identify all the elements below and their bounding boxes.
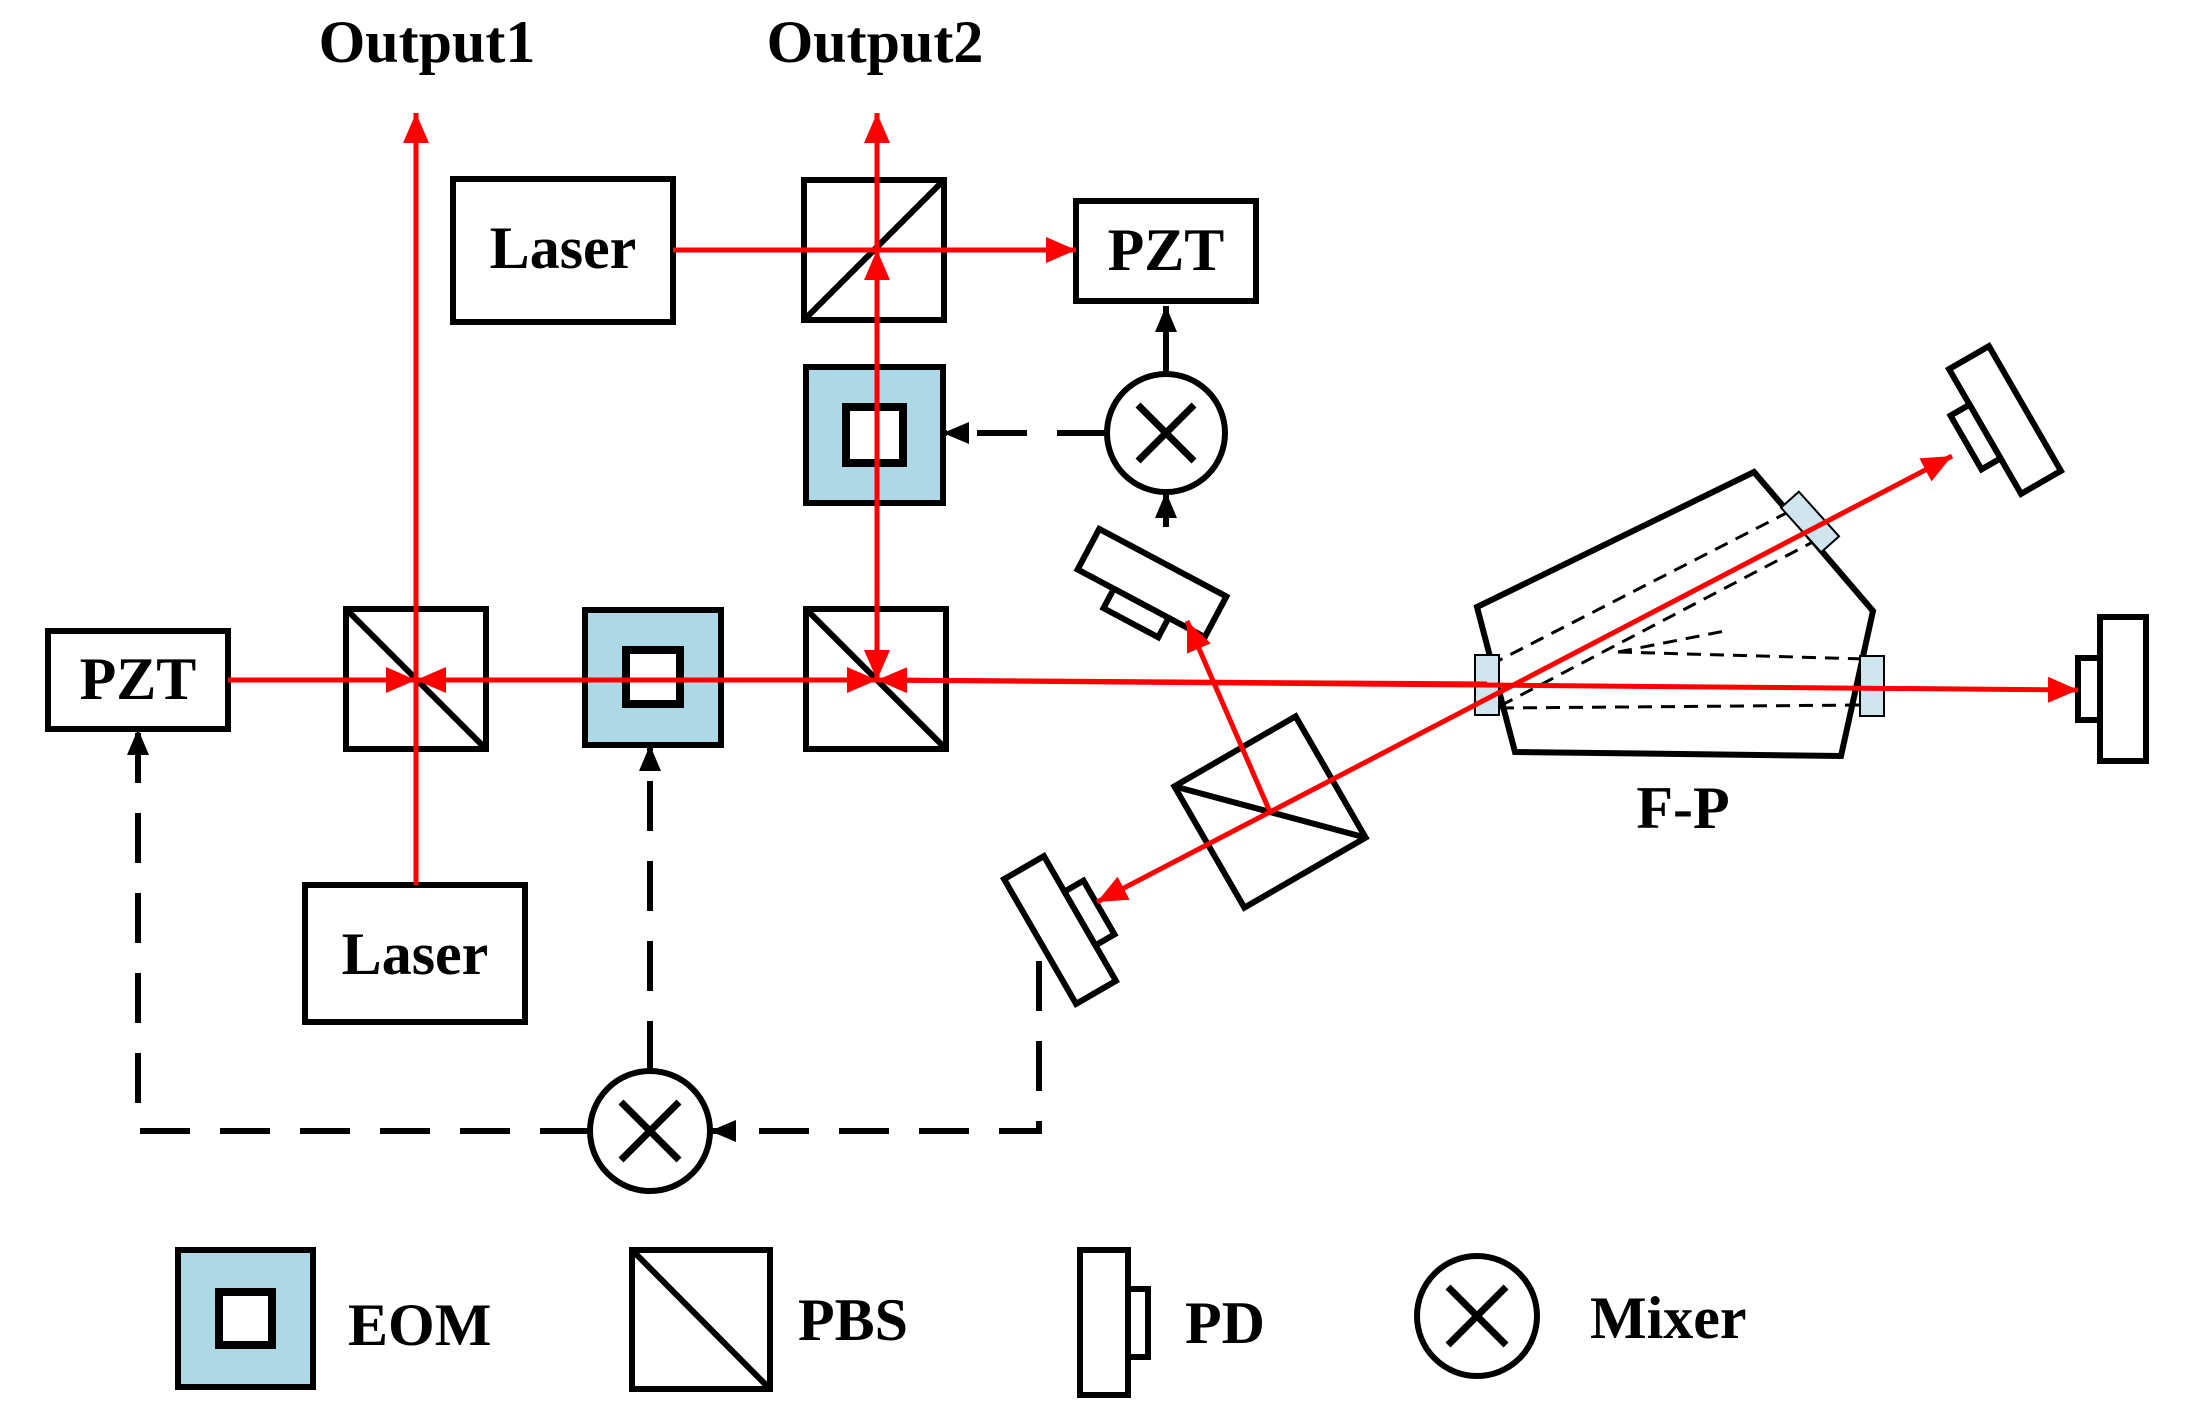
- fp-label: F-P: [1636, 775, 1729, 841]
- pzt-right-label: PZT: [1108, 217, 1225, 283]
- laser-bottom: Laser: [302, 882, 528, 1025]
- laser-beams: [228, 113, 2079, 905]
- laser-bottom-label: Laser: [342, 921, 489, 987]
- legend-mixer-label: Mixer: [1590, 1285, 1747, 1351]
- mixer-top: [1104, 371, 1228, 495]
- legend-pd-label: PD: [1185, 1290, 1265, 1356]
- pd-lower: [999, 852, 1121, 1008]
- legend-mixer-symbol: [1414, 1253, 1540, 1379]
- pd-right: [2075, 614, 2149, 764]
- fp-cavity: F-P: [1473, 468, 1885, 841]
- mixer-bottom: [587, 1068, 713, 1194]
- pzt-left-label: PZT: [80, 646, 197, 712]
- laser-top-label: Laser: [490, 215, 637, 281]
- legend-eom-symbol: [175, 1247, 316, 1390]
- pd-upper: [1073, 524, 1231, 642]
- legend-pd-symbol: [1077, 1247, 1151, 1398]
- pzt-right: PZT: [1073, 198, 1259, 304]
- legend-eom-label: EOM: [348, 1292, 491, 1358]
- laser-top: Laser: [450, 176, 676, 325]
- output1-label: Output1: [319, 9, 536, 75]
- legend-pbs-symbol: [629, 1247, 773, 1392]
- pzt-left: PZT: [45, 628, 231, 732]
- legend: EOM PBS PD Mixer: [175, 1247, 1747, 1398]
- pd-top-right: [1944, 342, 2066, 498]
- electronic-signal-paths: [127, 306, 1177, 1142]
- output2-label: Output2: [767, 9, 984, 75]
- legend-pbs-label: PBS: [798, 1287, 908, 1353]
